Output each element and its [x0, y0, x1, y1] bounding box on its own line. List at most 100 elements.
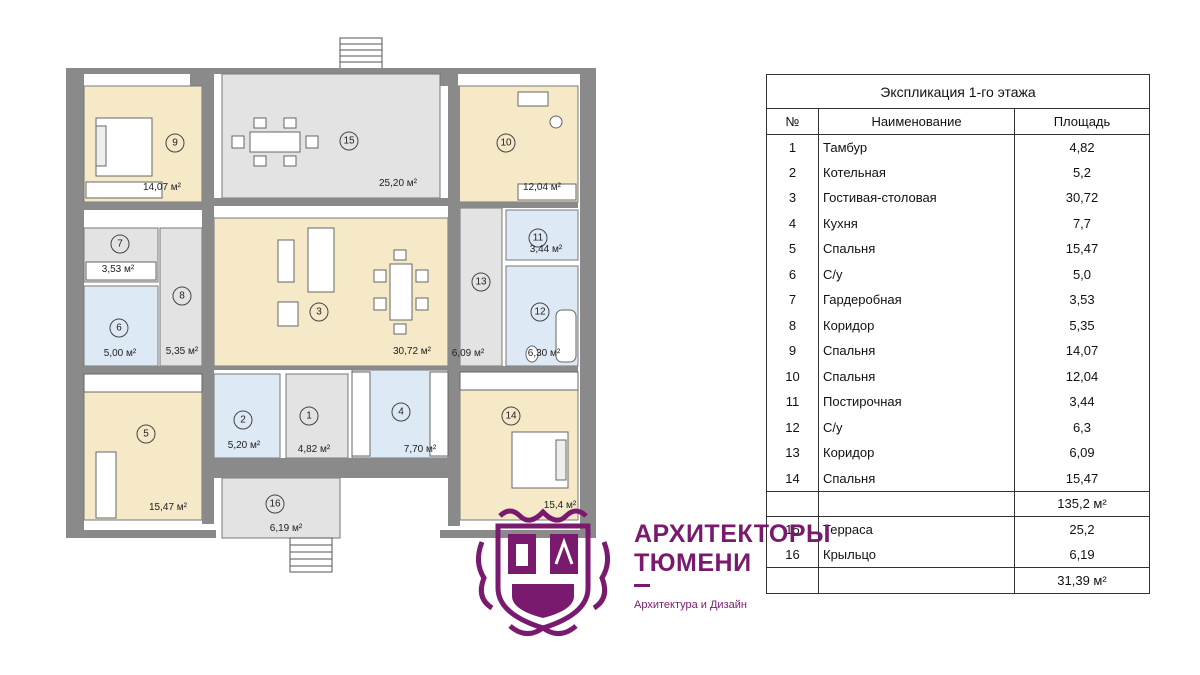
row-area: 3,44	[1014, 389, 1150, 415]
room-area: 30,72 м²	[393, 346, 432, 357]
brand-block: АРХИТЕКТОРЫ ТЮМЕНИ Архитектура и Дизайн	[634, 520, 831, 611]
room-area: 6,09 м²	[452, 348, 485, 359]
room-number-circle	[501, 406, 521, 426]
row-name: Спальня	[818, 338, 1015, 364]
room-number-circle	[265, 494, 285, 514]
row-area: 25,2	[1014, 516, 1150, 542]
room-number-circle	[530, 302, 550, 322]
row-name: Спальня	[818, 363, 1015, 389]
explication-table: Экспликация 1-го этажа № Наименование Пл…	[766, 74, 1150, 594]
row-num: 8	[766, 312, 819, 338]
row-num: 9	[766, 338, 819, 364]
room-number-circle	[110, 234, 130, 254]
room-number-circle	[528, 228, 548, 248]
room-16	[221, 477, 341, 539]
room-number: 1	[306, 411, 312, 422]
room-number: 6	[116, 323, 122, 334]
brand-line-1: АРХИТЕКТОРЫ	[634, 520, 831, 548]
room-area: 5,20 м²	[228, 440, 261, 451]
room-number: 5	[143, 429, 149, 440]
room-area: 15,47 м²	[149, 502, 188, 513]
interior-walls	[84, 86, 578, 526]
brand-dash	[634, 584, 650, 587]
room-number: 4	[398, 407, 404, 418]
row-num: 13	[766, 440, 819, 466]
room-11	[505, 209, 579, 261]
row-name: С/у	[818, 414, 1015, 440]
room-number: 11	[533, 233, 544, 244]
row-area: 5,35	[1014, 312, 1150, 338]
header-num: №	[766, 108, 819, 135]
room-number-circle	[496, 133, 516, 153]
room-1	[285, 373, 349, 459]
row-num: 10	[766, 363, 819, 389]
row-num: 1	[766, 134, 819, 160]
room-area: 5,00 м²	[104, 348, 137, 359]
row-area: 15,47	[1014, 465, 1150, 492]
row-name: Постирочная	[818, 389, 1015, 415]
row-area: 6,09	[1014, 440, 1150, 466]
row-num: 12	[766, 414, 819, 440]
row-name: Гостивая-столовая	[818, 185, 1015, 211]
room-number-circle	[233, 410, 253, 430]
row-area: 7,7	[1014, 210, 1150, 236]
row-num: 14	[766, 465, 819, 492]
room-8	[159, 227, 203, 367]
subtotal-row-2: 31,39 м²	[766, 567, 1150, 594]
room-area: 6,19 м²	[270, 523, 303, 534]
room-number-circle	[339, 131, 359, 151]
room-6	[83, 285, 159, 367]
room-number: 7	[117, 239, 123, 250]
row-name: С/у	[818, 261, 1015, 287]
room-area: 3,53 м²	[102, 264, 135, 275]
room-number: 16	[269, 499, 281, 510]
row-name: Крыльцо	[818, 542, 1015, 568]
row-name: Коридор	[818, 440, 1015, 466]
row-num: 6	[766, 261, 819, 287]
row-area: 3,53	[1014, 287, 1150, 313]
row-area: 14,07	[1014, 338, 1150, 364]
room-area: 15,4 м²	[544, 500, 577, 511]
room-number: 14	[505, 411, 517, 422]
room-number: 3	[316, 307, 322, 318]
table-title: Экспликация 1-го этажа	[766, 74, 1150, 109]
row-num: 7	[766, 287, 819, 313]
room-number: 13	[475, 277, 487, 288]
row-area: 6,19	[1014, 542, 1150, 568]
row-area: 30,72	[1014, 185, 1150, 211]
room-number-circle	[309, 302, 329, 322]
room-number-circle	[165, 133, 185, 153]
row-name: Гардеробная	[818, 287, 1015, 313]
row-area: 6,3	[1014, 414, 1150, 440]
porch-stairs	[289, 537, 333, 573]
subtotal-1: 135,2 м²	[1014, 490, 1150, 517]
row-name: Котельная	[818, 159, 1015, 185]
room-number-circle	[136, 424, 156, 444]
row-name: Коридор	[818, 312, 1015, 338]
room-number: 8	[179, 291, 185, 302]
room-area: 5,35 м²	[166, 346, 199, 357]
room-number-circle	[471, 272, 491, 292]
room-number-circle	[109, 318, 129, 338]
subtotal-row-1: 135,2 м²	[766, 490, 1150, 517]
subtotal-2: 31,39 м²	[1014, 567, 1150, 594]
row-area: 15,47	[1014, 236, 1150, 262]
room-number: 12	[534, 307, 546, 318]
room-number: 9	[172, 138, 178, 149]
row-num: 11	[766, 389, 819, 415]
furniture	[83, 91, 579, 519]
room-number-circle	[299, 406, 319, 426]
row-name: Спальня	[818, 465, 1015, 492]
